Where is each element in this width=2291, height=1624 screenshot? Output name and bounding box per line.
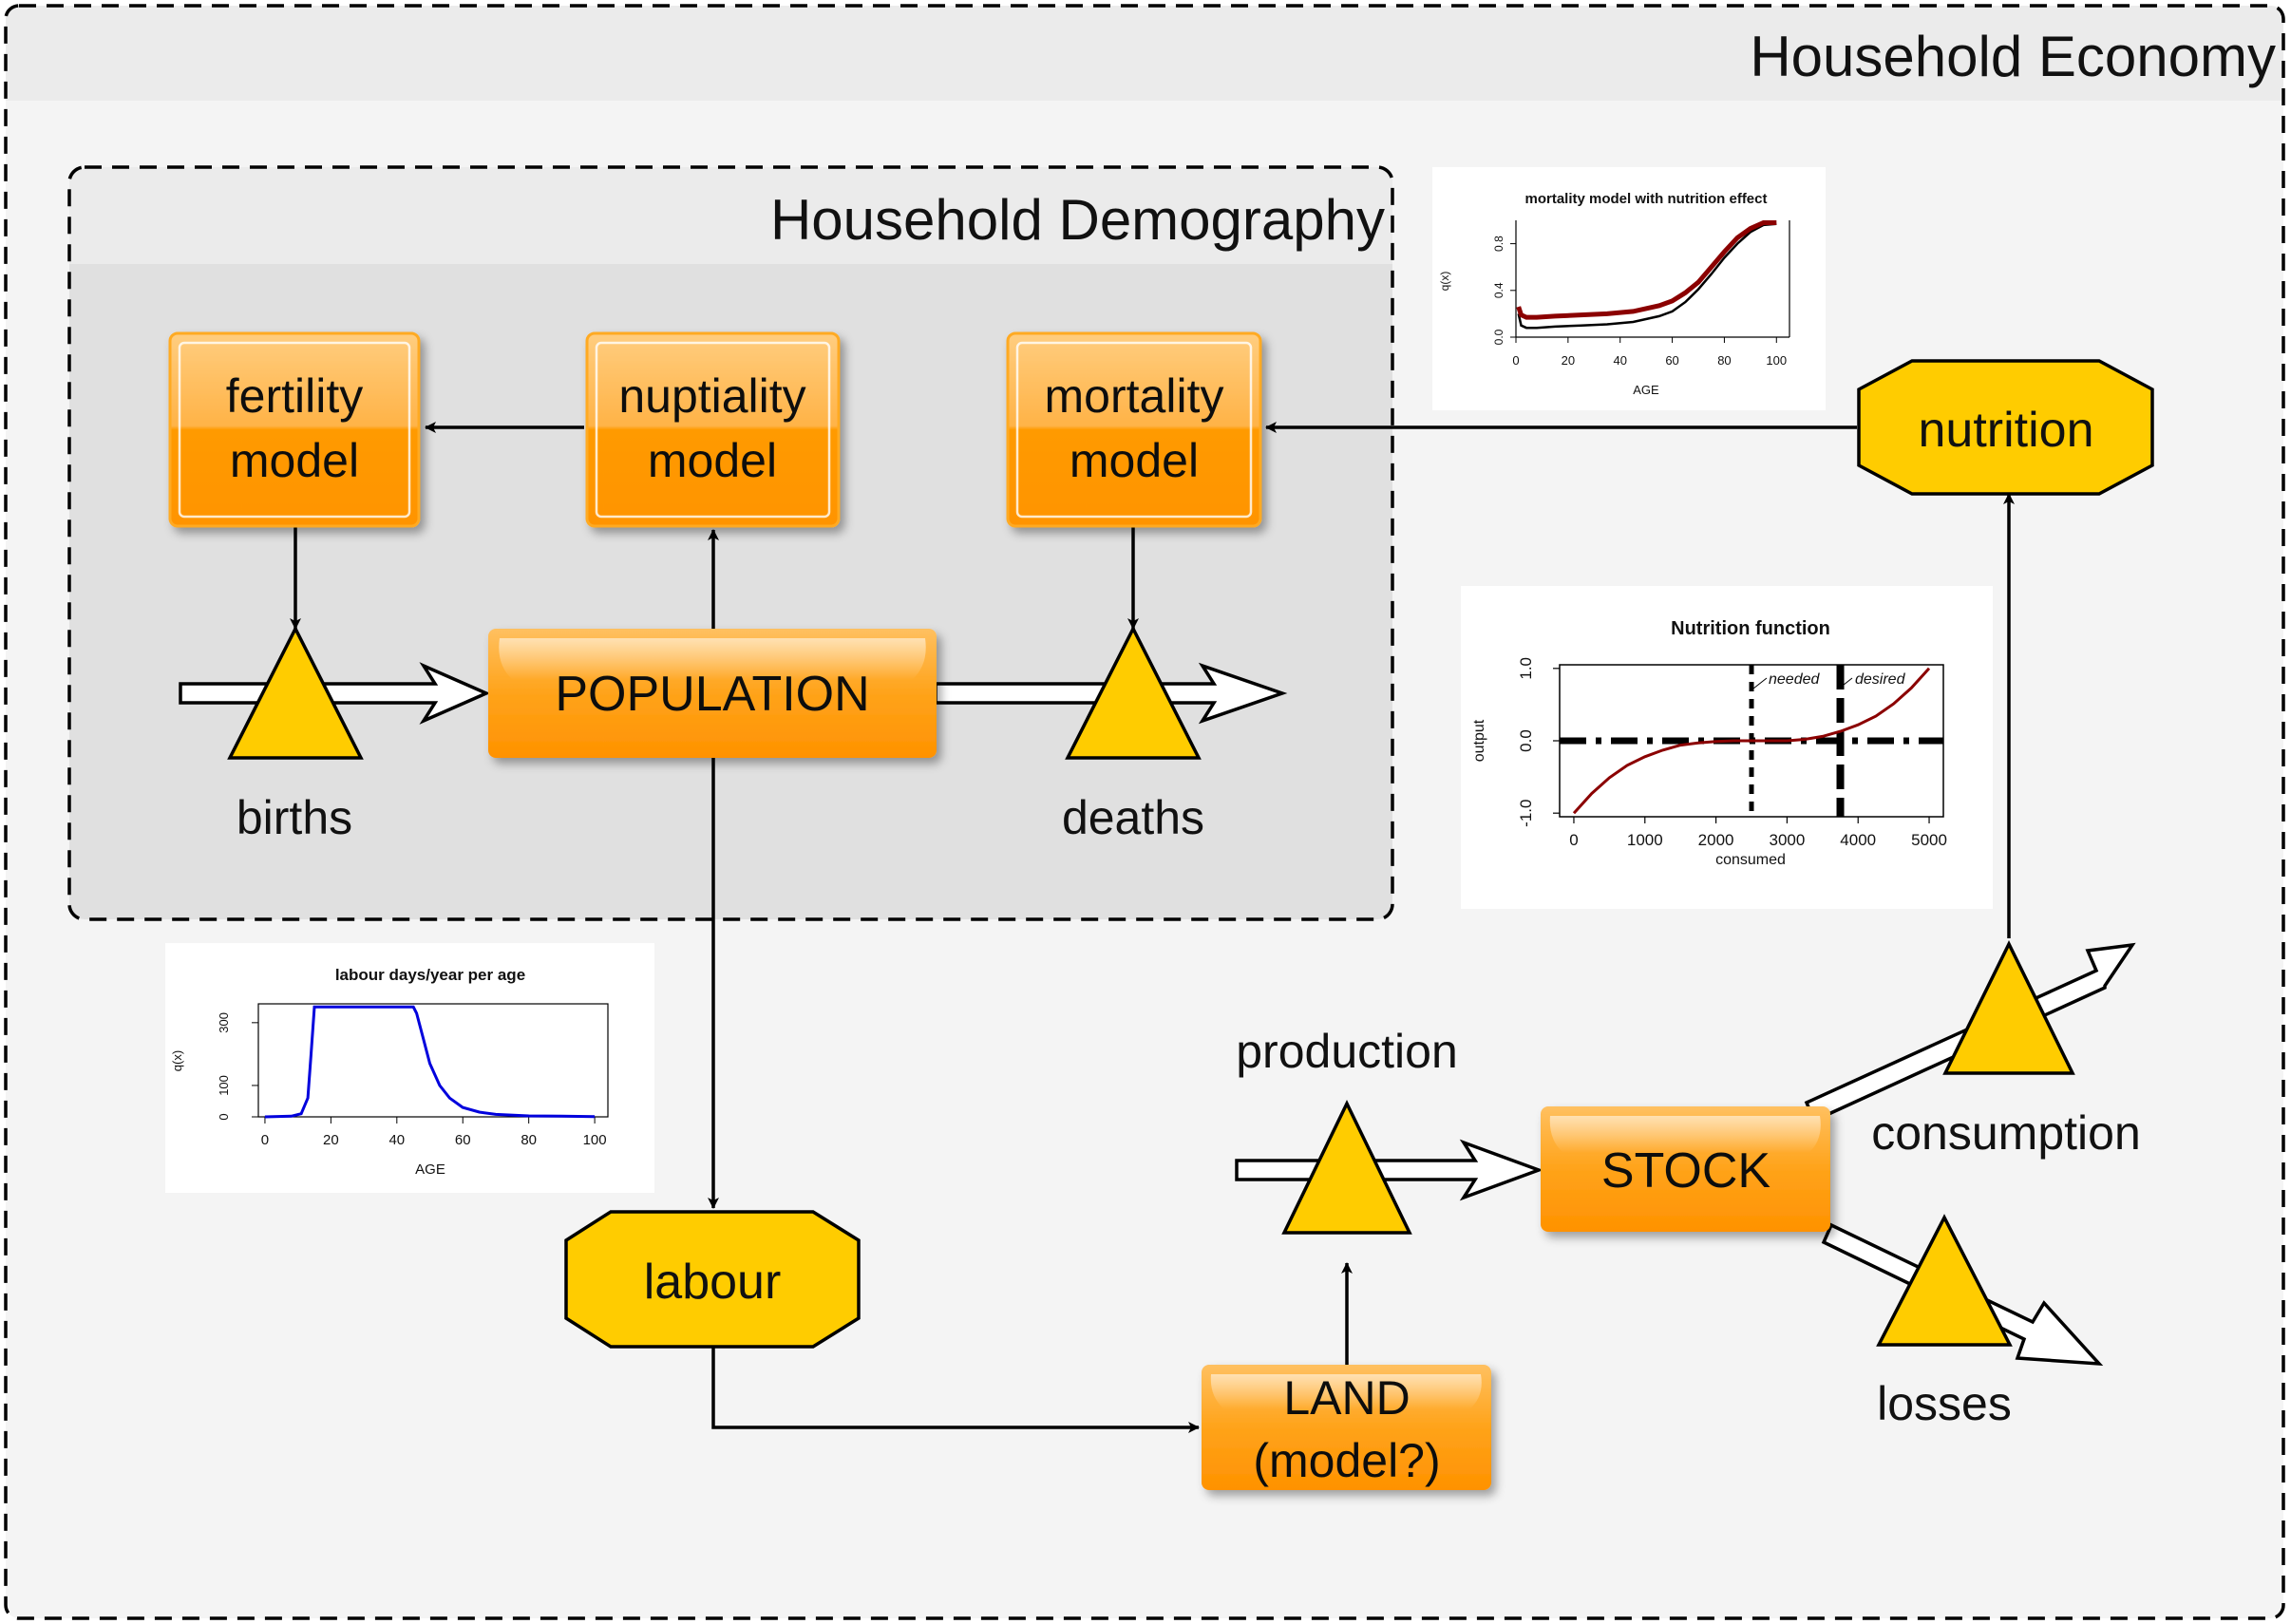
losses-label: losses [1877, 1377, 2012, 1430]
mortality-chart-title: mortality model with nutrition effect [1524, 191, 1767, 207]
nutrition-xtick-label: 1000 [1627, 831, 1663, 849]
mortality-chart-xlabel: AGE [1633, 383, 1659, 397]
labour-chart-title: labour days/year per age [335, 966, 525, 984]
labour-xtick-label: 20 [323, 1132, 339, 1148]
household-demography-title: Household Demography [770, 188, 1385, 252]
labour-ytick-label: 300 [217, 1012, 231, 1033]
nuptiality-model-box: nuptiality model [585, 331, 841, 528]
fertility-model-label-line1: fertility [226, 369, 363, 423]
needed-pointer [1752, 677, 1768, 689]
flow-pipe-production [1235, 1139, 1544, 1201]
losses-valve-icon [1876, 1214, 2013, 1347]
consumption-label: consumption [1871, 1106, 2141, 1160]
labour-ytick-label: 0 [217, 1113, 231, 1120]
labour-chart-ylabel: q(x) [170, 1050, 184, 1071]
deaths-label: deaths [1062, 791, 1204, 844]
nutrition-chart-title: Nutrition function [1671, 618, 1830, 639]
nutrition-chart-xlabel: consumed [1715, 852, 1786, 868]
labour-xtick-label: 40 [388, 1132, 405, 1148]
desired-annotation: desired [1855, 671, 1906, 688]
flow-labels: births deaths production consumption los… [237, 791, 2141, 1430]
production-valve-icon [1281, 1099, 1412, 1235]
nuptiality-model-label-line2: model [648, 434, 777, 487]
mortality-series-line-1 [1517, 222, 1777, 330]
labour-series-line [264, 1005, 596, 1119]
fertility-model-label-line2: model [230, 434, 359, 487]
nutrition-series-line [1572, 667, 1931, 815]
connector-arrows [290, 422, 2015, 1433]
nutrition-ytick-label: 1.0 [1517, 657, 1535, 680]
land-stock-box: LAND (model?) [1202, 1365, 1491, 1490]
mortality-model-box: mortality model [1006, 331, 1262, 528]
consumption-valve-icon [1942, 940, 2075, 1075]
nutrition-label: nutrition [1919, 403, 2094, 458]
desired-pointer [1838, 677, 1853, 689]
nuptiality-model-label-line1: nuptiality [618, 369, 805, 423]
population-label: POPULATION [555, 667, 869, 722]
mortality-xtick-label: 0 [1512, 353, 1519, 368]
mortality-chart: mortality model with nutrition effect 0 2… [1432, 167, 1826, 410]
labour-xtick-label: 80 [521, 1132, 537, 1148]
flow-pipe-births [179, 662, 491, 725]
mortality-xtick-label: 60 [1665, 353, 1678, 368]
land-label-line2: (model?) [1253, 1434, 1440, 1487]
stock-label: STOCK [1601, 1143, 1771, 1199]
nutrition-auxiliary: nutrition [1857, 359, 2154, 496]
labour-chart: labour days/year per age 0 20 40 60 80 100 0 1… [165, 943, 654, 1193]
deaths-valve-icon [1065, 625, 1202, 760]
mortality-xtick-label: 20 [1562, 353, 1575, 368]
household-economy-title: Household Economy [1750, 25, 2276, 88]
mortality-chart-ylabel: q(x) [1438, 272, 1451, 292]
births-label: births [237, 791, 352, 844]
needed-annotation: needed [1769, 671, 1820, 688]
land-label-line1: LAND [1283, 1371, 1410, 1425]
arrow-labour-to-land [711, 1347, 1200, 1433]
stock-box: STOCK [1541, 1106, 1830, 1232]
production-label: production [1236, 1025, 1458, 1078]
mortality-ytick-label: 0.8 [1492, 236, 1505, 252]
nutrition-xtick-label: 3000 [1769, 831, 1805, 849]
nutrition-chart-ylabel: output [1471, 719, 1487, 762]
mortality-model-label-line2: model [1070, 434, 1199, 487]
mortality-xtick-label: 80 [1717, 353, 1731, 368]
labour-xtick-label: 60 [455, 1132, 471, 1148]
labour-chart-xlabel: AGE [415, 1161, 445, 1178]
labour-xtick-label: 100 [583, 1132, 607, 1148]
population-stock-box: POPULATION [488, 629, 937, 758]
nutrition-xtick-label: 0 [1569, 831, 1578, 849]
nutrition-chart: Nutrition function 0 1000 2000 3000 4000 5000… [1461, 586, 1993, 909]
mortality-xtick-label: 40 [1613, 353, 1626, 368]
labour-auxiliary: labour [564, 1210, 861, 1349]
fertility-model-box: fertility model [168, 331, 421, 528]
valves [227, 625, 2075, 1347]
nutrition-ytick-label: -1.0 [1517, 800, 1535, 827]
nutrition-xtick-label: 4000 [1840, 831, 1876, 849]
mortality-ytick-label: 0.4 [1492, 282, 1505, 298]
mortality-xtick-label: 100 [1766, 353, 1787, 368]
labour-label: labour [644, 1255, 782, 1310]
labour-ytick-label: 100 [217, 1075, 231, 1096]
nutrition-ytick-label: 0.0 [1517, 729, 1535, 752]
mortality-model-label-line1: mortality [1045, 369, 1224, 423]
labour-xtick-label: 0 [261, 1132, 269, 1148]
nutrition-xtick-label: 5000 [1911, 831, 1947, 849]
nutrition-xtick-label: 2000 [1698, 831, 1734, 849]
births-valve-icon [227, 625, 364, 760]
mortality-ytick-label: 0.0 [1492, 329, 1505, 345]
mortality-series-line-2 [1516, 220, 1777, 320]
